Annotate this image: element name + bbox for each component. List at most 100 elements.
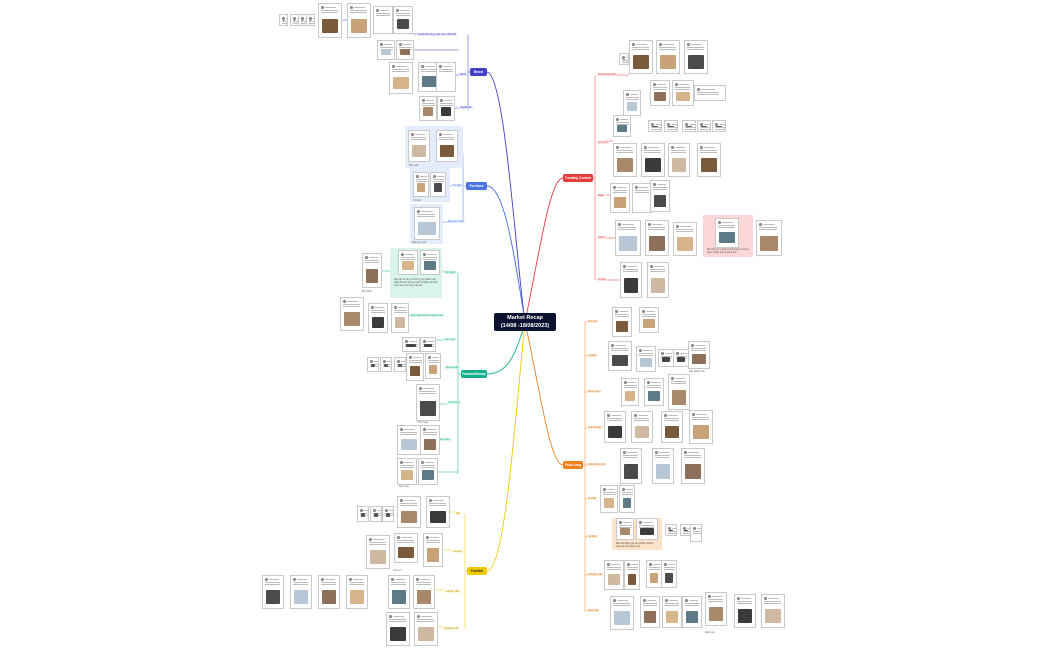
- post-card[interactable]: [279, 14, 288, 26]
- post-card[interactable]: [318, 3, 342, 38]
- post-card[interactable]: [414, 612, 438, 646]
- post-card[interactable]: [612, 307, 632, 337]
- post-card[interactable]: [418, 458, 438, 485]
- post-card[interactable]: [402, 337, 420, 352]
- post-card[interactable]: [613, 115, 631, 137]
- subtopic-label[interactable]: Tea Garden: [587, 426, 603, 429]
- post-card[interactable]: [397, 425, 421, 455]
- post-card[interactable]: [347, 3, 371, 38]
- subtopic-label[interactable]: Trà sữa: [587, 320, 598, 323]
- post-card[interactable]: [650, 180, 670, 212]
- post-card[interactable]: [394, 533, 418, 563]
- post-card[interactable]: [636, 346, 656, 372]
- post-card[interactable]: [436, 62, 456, 92]
- post-card[interactable]: [680, 524, 692, 536]
- post-card[interactable]: [661, 411, 683, 443]
- post-card[interactable]: [318, 575, 340, 609]
- subtopic-label[interactable]: Fandom Idol: [443, 627, 460, 630]
- post-card[interactable]: [648, 120, 662, 132]
- subtopic-label[interactable]: Idol: [455, 512, 462, 515]
- post-card[interactable]: [262, 575, 284, 609]
- post-card[interactable]: [380, 357, 392, 372]
- post-card[interactable]: [425, 353, 441, 379]
- post-card[interactable]: [640, 596, 660, 628]
- post-card[interactable]: [688, 341, 710, 369]
- post-card[interactable]: [672, 80, 694, 106]
- subtopic-label[interactable]: Khuyến mãi: [587, 573, 603, 576]
- subtopic-label[interactable]: Concert: [452, 550, 464, 553]
- branch-furniture[interactable]: Furniture: [466, 182, 487, 190]
- post-card[interactable]: [420, 337, 436, 352]
- post-card[interactable]: [290, 575, 312, 609]
- subtopic-label[interactable]: Sự kiện: [587, 535, 598, 538]
- post-card[interactable]: [367, 357, 379, 372]
- post-card[interactable]: [368, 303, 388, 333]
- post-card[interactable]: [613, 143, 637, 177]
- post-card[interactable]: [600, 485, 618, 513]
- branch-brand[interactable]: Brand: [470, 68, 487, 76]
- subtopic-label[interactable]: Bộ sưu tập: [445, 366, 460, 369]
- post-card[interactable]: [715, 218, 739, 248]
- post-card[interactable]: [650, 80, 670, 106]
- post-card[interactable]: [437, 96, 455, 121]
- post-card[interactable]: [646, 560, 662, 588]
- post-card[interactable]: [645, 220, 669, 256]
- post-card[interactable]: [436, 130, 458, 162]
- post-card[interactable]: [413, 575, 435, 609]
- post-card[interactable]: [306, 14, 315, 26]
- subtopic-label[interactable]: Bánh: [459, 73, 468, 76]
- post-card[interactable]: [426, 496, 450, 528]
- post-card[interactable]: [394, 357, 406, 372]
- post-card[interactable]: [366, 535, 390, 569]
- post-card[interactable]: [673, 349, 689, 367]
- post-card[interactable]: [624, 560, 640, 590]
- post-card[interactable]: [420, 425, 440, 455]
- subtopic-label[interactable]: Son môi: [444, 338, 456, 341]
- post-card[interactable]: [408, 130, 430, 162]
- subtopic-label[interactable]: Mỹ phẩm: [444, 271, 457, 274]
- post-card[interactable]: [396, 40, 414, 60]
- post-card[interactable]: [416, 384, 440, 421]
- post-card[interactable]: [641, 143, 665, 177]
- post-card[interactable]: [619, 53, 629, 65]
- post-card[interactable]: [388, 575, 410, 609]
- post-card[interactable]: [668, 374, 690, 410]
- subtopic-label[interactable]: Giải trí: [597, 236, 607, 239]
- post-card[interactable]: [620, 448, 642, 484]
- post-card[interactable]: [697, 120, 711, 132]
- branch-fashion-beauty[interactable]: Fashion/Beauty: [461, 370, 487, 378]
- post-card[interactable]: [413, 172, 429, 197]
- post-card[interactable]: [658, 349, 674, 367]
- subtopic-label[interactable]: Thời trang 2023: [597, 73, 618, 76]
- subtopic-label[interactable]: Máy lọc nước: [447, 220, 465, 223]
- post-card[interactable]: [636, 518, 658, 540]
- post-card[interactable]: [621, 378, 639, 406]
- post-card[interactable]: [393, 6, 413, 34]
- post-card[interactable]: [616, 518, 634, 540]
- post-card[interactable]: [661, 560, 677, 588]
- post-card[interactable]: [689, 410, 713, 444]
- post-card[interactable]: [373, 6, 393, 34]
- subtopic-label[interactable]: Cà phê: [587, 354, 598, 357]
- post-card[interactable]: [610, 183, 630, 213]
- post-card[interactable]: [656, 40, 680, 74]
- post-card[interactable]: [423, 533, 443, 567]
- post-card[interactable]: [389, 62, 413, 94]
- subtopic-label[interactable]: Chuỗi đồ uống cafe trên TP.HCM: [417, 33, 457, 36]
- subtopic-label[interactable]: Bánh: [597, 194, 606, 197]
- post-card[interactable]: [382, 506, 394, 522]
- post-card[interactable]: [430, 172, 446, 197]
- subtopic-label[interactable]: Ẩm thực: [597, 141, 609, 144]
- post-card[interactable]: [668, 143, 690, 177]
- post-card[interactable]: [632, 183, 652, 213]
- post-card[interactable]: [682, 120, 696, 132]
- post-card[interactable]: [690, 524, 702, 542]
- post-card[interactable]: [398, 250, 418, 275]
- post-card[interactable]: [420, 250, 440, 275]
- center-topic[interactable]: Market Recap (14/08 -18/08/2023): [494, 313, 556, 331]
- post-card[interactable]: [604, 560, 624, 590]
- post-card[interactable]: [647, 262, 669, 298]
- post-card[interactable]: [604, 411, 626, 443]
- post-card[interactable]: [608, 341, 632, 371]
- post-card[interactable]: [644, 378, 664, 406]
